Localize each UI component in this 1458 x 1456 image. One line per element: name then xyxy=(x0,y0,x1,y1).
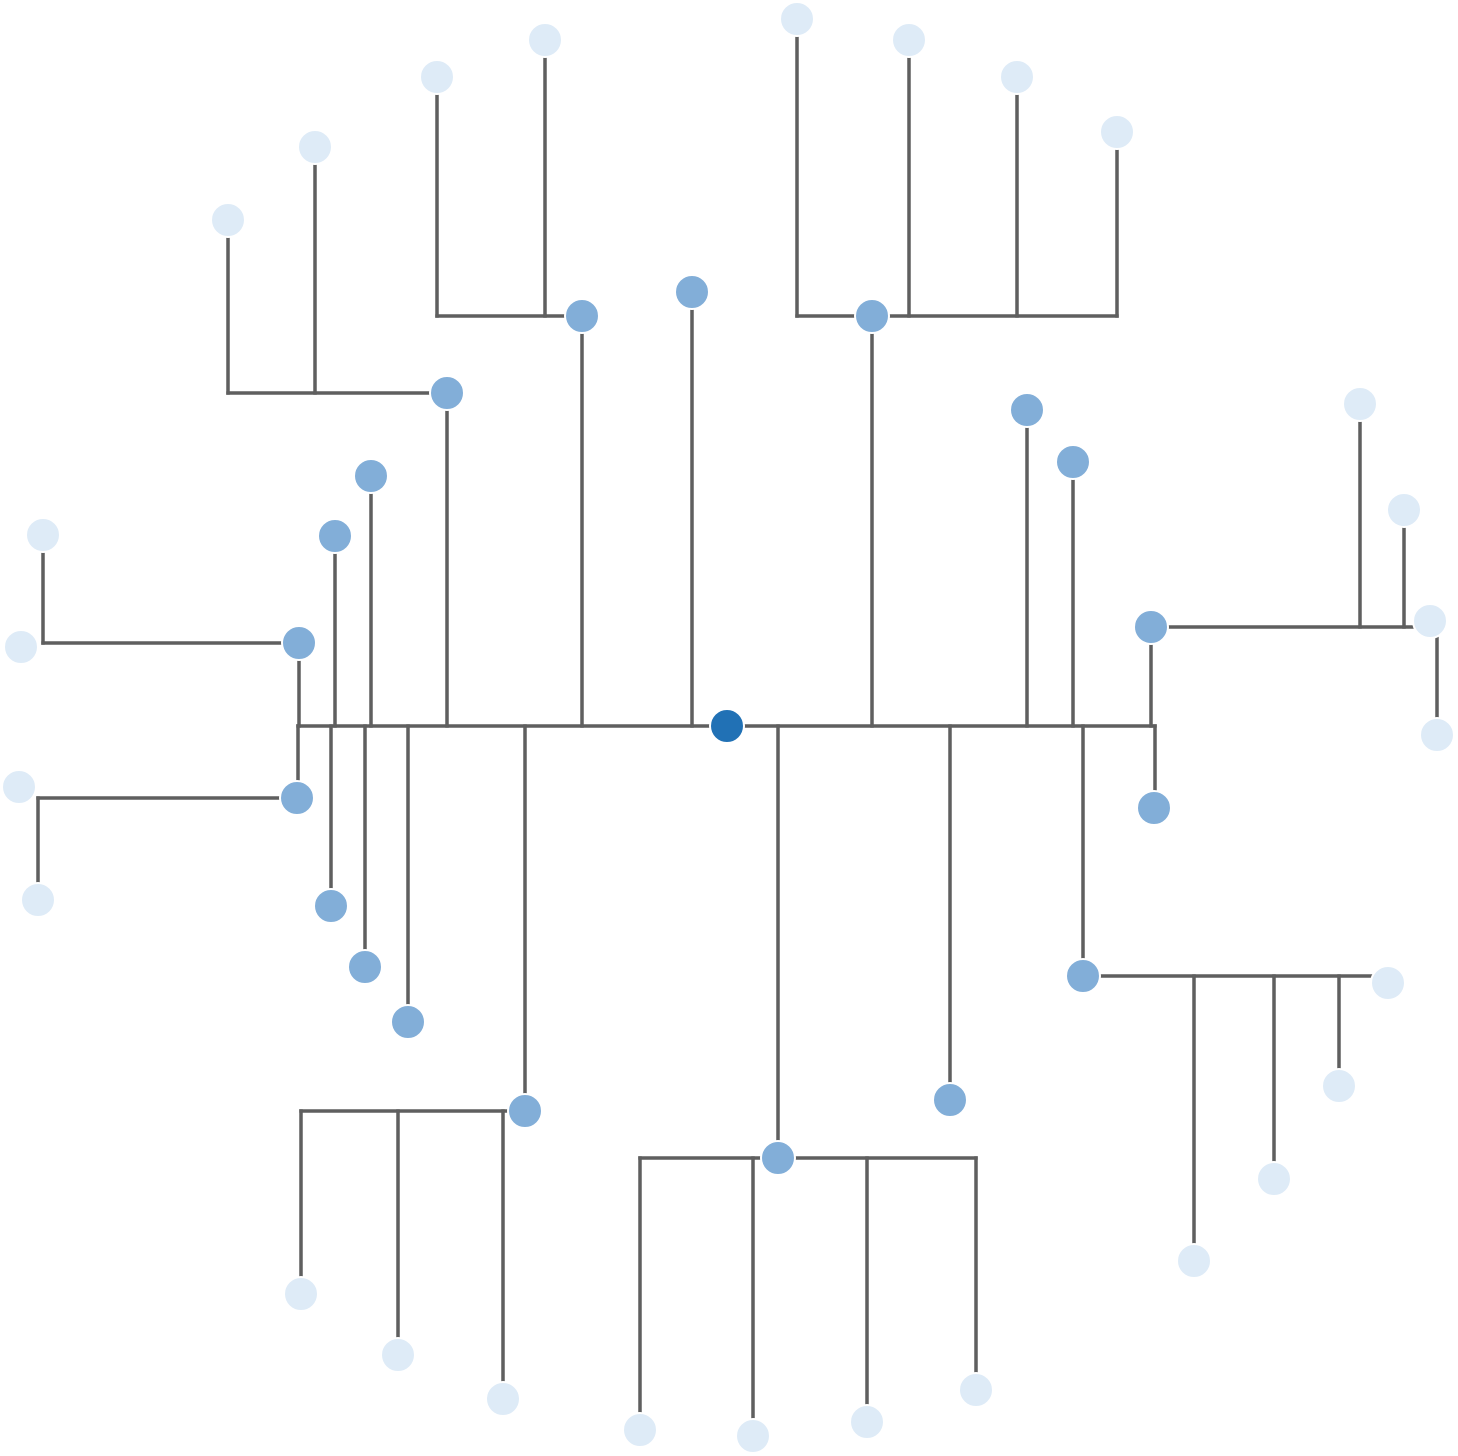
level1-node[interactable] xyxy=(1136,790,1172,826)
leaf-node[interactable] xyxy=(1370,965,1406,1001)
leaf-node[interactable] xyxy=(849,1404,885,1440)
leaf-node[interactable] xyxy=(283,1276,319,1312)
leaf-node[interactable] xyxy=(210,202,246,238)
level1-node[interactable] xyxy=(429,375,465,411)
level1-node[interactable] xyxy=(932,1082,968,1118)
level1-node[interactable] xyxy=(279,780,315,816)
level1-node[interactable] xyxy=(674,274,710,310)
leaf-node[interactable] xyxy=(779,1,815,37)
leaf-node[interactable] xyxy=(380,1337,416,1373)
leaf-node[interactable] xyxy=(1386,492,1422,528)
leaf-node[interactable] xyxy=(1321,1068,1357,1104)
leaf-node[interactable] xyxy=(25,517,61,553)
leaf-node[interactable] xyxy=(419,59,455,95)
level1-node[interactable] xyxy=(317,518,353,554)
level1-node[interactable] xyxy=(1009,392,1045,428)
leaf-node[interactable] xyxy=(735,1418,771,1454)
level1-node[interactable] xyxy=(353,458,389,494)
leaf-node[interactable] xyxy=(1,769,37,805)
leaf-node[interactable] xyxy=(297,129,333,165)
level1-node[interactable] xyxy=(507,1093,543,1129)
leaf-node[interactable] xyxy=(1419,717,1455,753)
leaf-node[interactable] xyxy=(1176,1243,1212,1279)
leaf-node[interactable] xyxy=(1412,603,1448,639)
level1-node[interactable] xyxy=(760,1140,796,1176)
leaf-node[interactable] xyxy=(527,22,563,58)
level1-node[interactable] xyxy=(347,949,383,985)
level1-node[interactable] xyxy=(1133,609,1169,645)
leaf-node[interactable] xyxy=(622,1412,658,1448)
level1-node[interactable] xyxy=(313,888,349,924)
leaf-node[interactable] xyxy=(485,1381,521,1417)
leaf-node[interactable] xyxy=(958,1372,994,1408)
leaf-node[interactable] xyxy=(3,629,39,665)
leaf-node[interactable] xyxy=(20,882,56,918)
level1-node[interactable] xyxy=(564,298,600,334)
leaf-node[interactable] xyxy=(891,22,927,58)
level1-node[interactable] xyxy=(390,1004,426,1040)
root-node[interactable] xyxy=(709,708,745,744)
level1-node[interactable] xyxy=(1055,444,1091,480)
leaf-node[interactable] xyxy=(1099,114,1135,150)
level1-node[interactable] xyxy=(854,298,890,334)
leaf-node[interactable] xyxy=(1256,1161,1292,1197)
level1-node[interactable] xyxy=(281,625,317,661)
leaf-node[interactable] xyxy=(1342,386,1378,422)
leaf-node[interactable] xyxy=(999,59,1035,95)
level1-node[interactable] xyxy=(1065,958,1101,994)
